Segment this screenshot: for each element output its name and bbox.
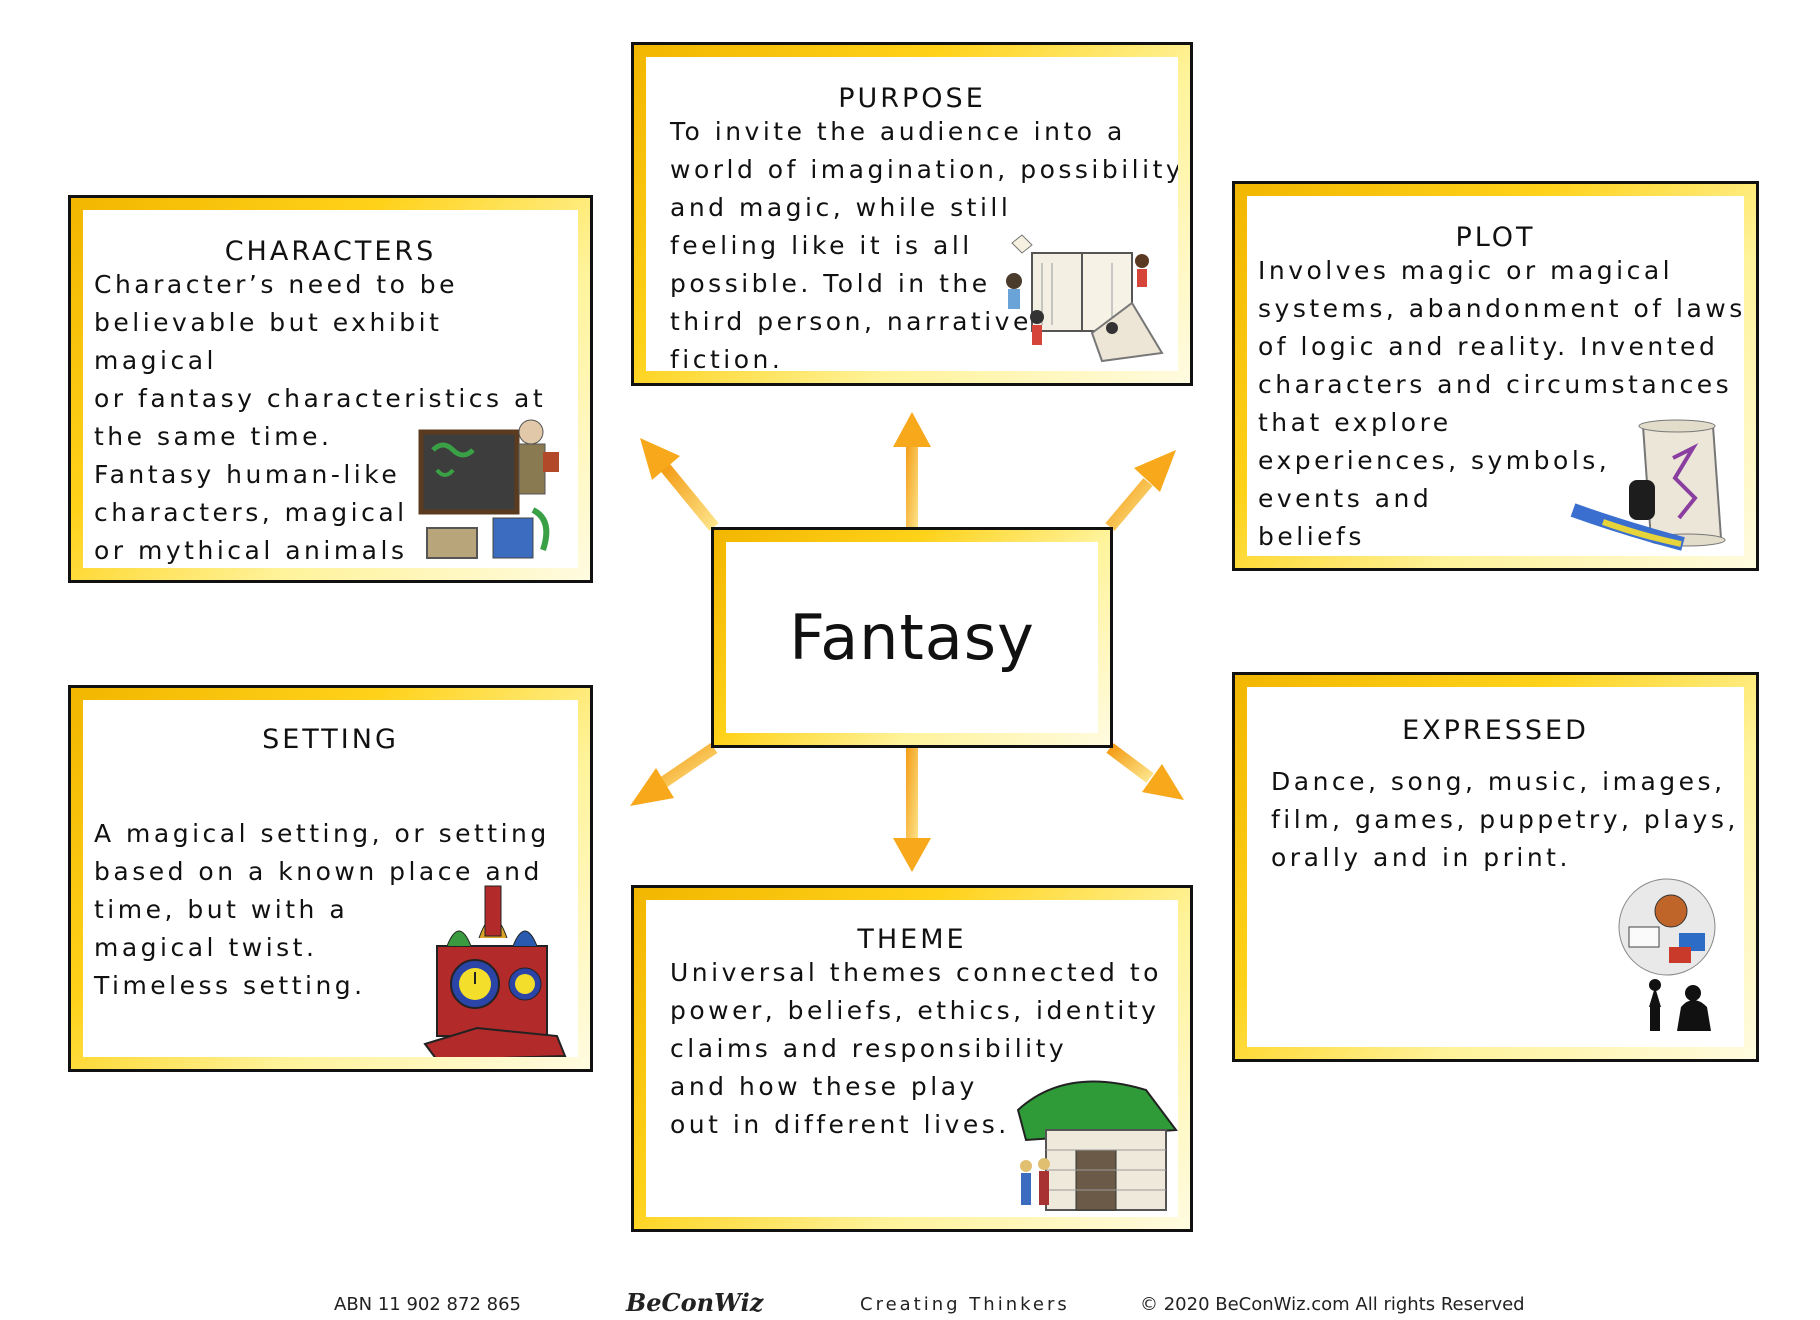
theme-title: THEME [857, 924, 967, 955]
arrow-down-right [1106, 743, 1184, 800]
setting-title: SETTING [262, 724, 399, 755]
footer-copyright: © 2020 BeConWiz.com All rights Reserved [1140, 1294, 1525, 1315]
setting-body: A magical setting, or setting based on a… [94, 819, 550, 1000]
expressed-body: Dance, song, music, images, film, games,… [1271, 767, 1739, 872]
book-children-illustration [1006, 234, 1164, 363]
footer-logo: BeConWiz [626, 1288, 764, 1317]
performance-arts-illustration [1618, 878, 1716, 1031]
center-card: Fantasy [711, 527, 1113, 748]
theme-body: Universal themes connected to power, bel… [670, 958, 1162, 1139]
arrow-up-left [640, 438, 719, 531]
plot-body: Involves magic or magical systems, aband… [1258, 256, 1744, 551]
plot-card: PLOT Involves magic or magical systems, … [1232, 181, 1759, 571]
clock-tower-illustration [423, 885, 567, 1057]
expressed-title: EXPRESSED [1402, 715, 1589, 746]
plot-title: PLOT [1455, 222, 1536, 253]
teacher-chalkboard-illustration [418, 419, 559, 559]
scroll-quill-illustration [1570, 419, 1726, 551]
footer-abn: ABN 11 902 872 865 [334, 1294, 521, 1315]
purpose-title: PURPOSE [838, 83, 986, 114]
characters-card: CHARACTERS Character’s need to be believ… [68, 195, 593, 583]
purpose-body: To invite the audience into a world of i… [670, 117, 1178, 371]
arrow-up-right [1105, 450, 1176, 531]
theme-card: THEME Universal themes connected to powe… [631, 885, 1193, 1232]
purpose-card: PURPOSE To invite the audience into a wo… [631, 42, 1193, 386]
setting-card: SETTING A magical setting, or setting ba… [68, 685, 593, 1072]
expressed-card: EXPRESSED Dance, song, music, images, fi… [1232, 672, 1759, 1062]
characters-title: CHARACTERS [224, 236, 437, 267]
characters-body: Character’s need to be believable but ex… [94, 270, 547, 565]
arrow-down-left [630, 743, 718, 806]
footer-tagline: Creating Thinkers [860, 1294, 1070, 1315]
house-children-illustration [1016, 1080, 1178, 1211]
arrow-down [893, 746, 931, 872]
arrow-up [893, 412, 931, 530]
center-title: Fantasy [789, 601, 1035, 674]
